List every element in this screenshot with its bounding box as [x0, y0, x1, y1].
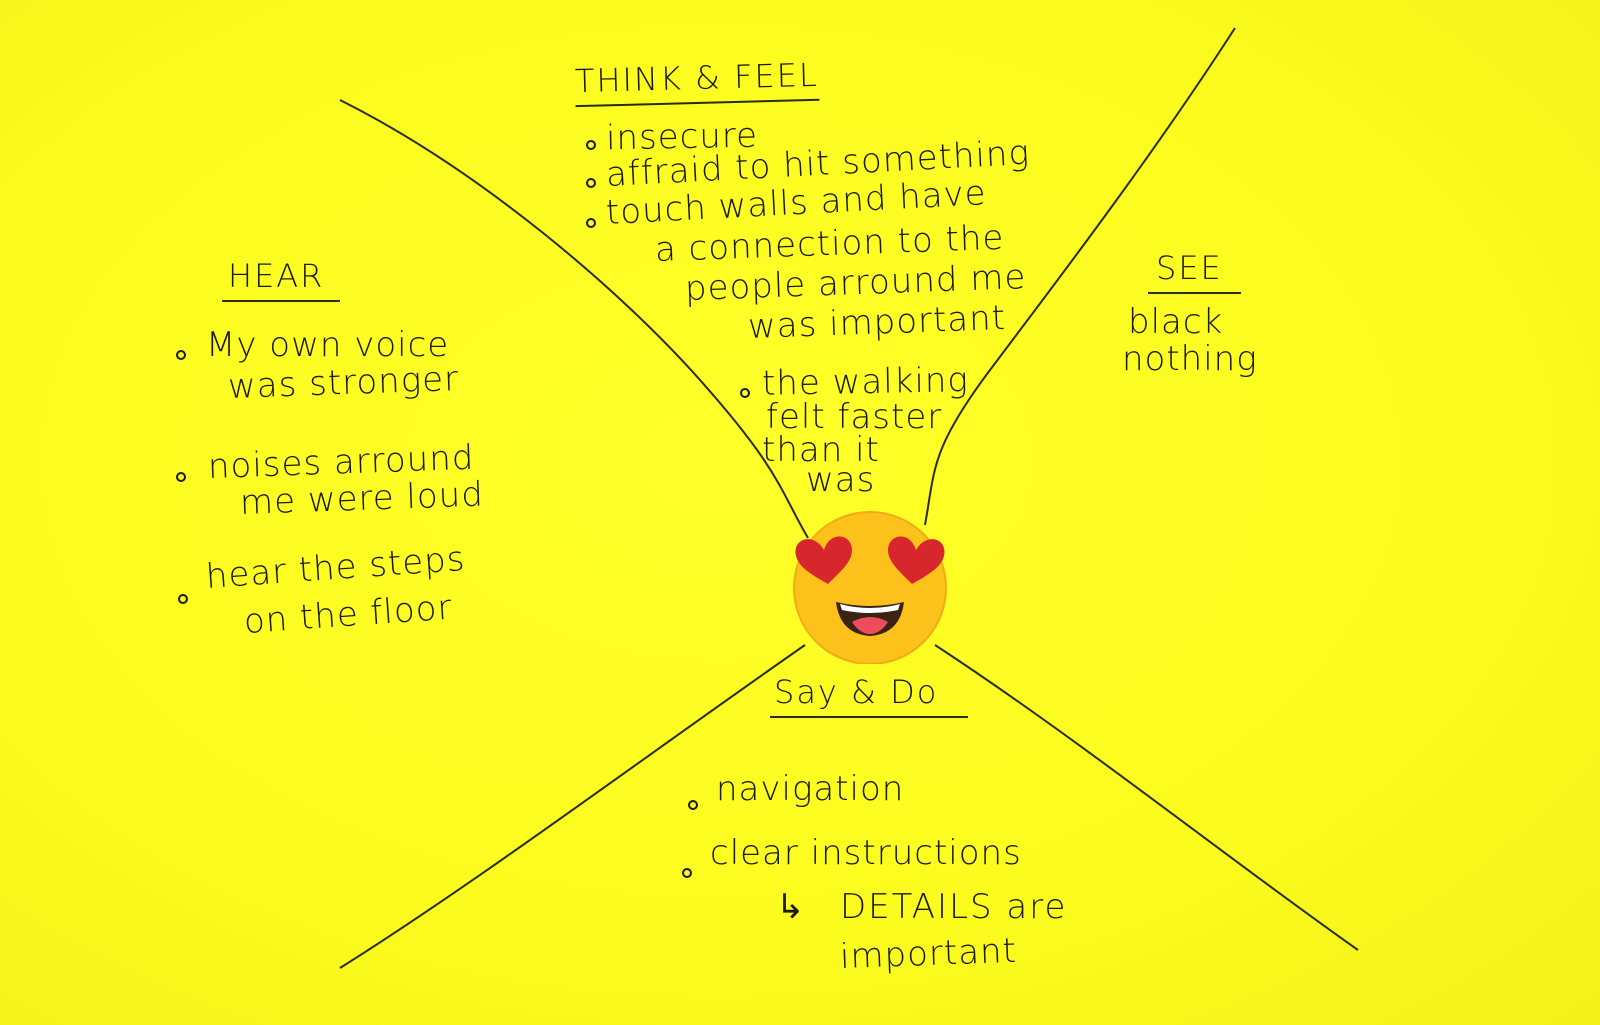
- say-do-item: navigation: [716, 769, 905, 809]
- bullet-icon: [586, 218, 596, 228]
- say-do-item: DETAILS are: [840, 887, 1068, 927]
- say-do-item: clear instructions: [710, 833, 1022, 873]
- hear-item: was stronger: [227, 358, 460, 407]
- think-feel-item: was: [806, 460, 876, 500]
- think-feel-item: felt faster: [766, 397, 943, 437]
- bullet-icon: [178, 594, 188, 604]
- bullet-icon: [688, 800, 698, 810]
- see-item: nothing: [1122, 339, 1258, 379]
- divider-line-top-right: [924, 27, 1236, 526]
- right-heart-icon: [888, 536, 945, 584]
- hear-item: My own voice: [206, 325, 450, 365]
- bullet-icon: [586, 140, 596, 150]
- see-title: SEE: [1148, 252, 1241, 294]
- think-feel-item: the walking: [761, 360, 970, 404]
- think-feel-item: was important: [747, 298, 1007, 347]
- arrow-icon: ↳: [776, 887, 806, 927]
- divider-line-bottom-left: [339, 644, 806, 969]
- bullet-icon: [740, 388, 750, 398]
- say-do-item: important: [839, 930, 1018, 977]
- bullet-icon: [176, 350, 186, 360]
- divider-line-bottom-right: [934, 644, 1359, 951]
- heart-eyes-emoji-icon: [793, 511, 947, 664]
- bullet-icon: [176, 472, 186, 482]
- think-feel-title: THINK & FEEL: [574, 56, 820, 108]
- hear-title: HEAR: [222, 260, 341, 302]
- bullet-icon: [586, 178, 596, 188]
- see-item: black: [1128, 302, 1224, 342]
- bullet-icon: [682, 868, 692, 878]
- say-do-title: Say & Do: [770, 676, 969, 718]
- divider-line-top-left: [339, 99, 809, 539]
- hear-item: me were loud: [239, 474, 485, 523]
- left-heart-icon: [795, 536, 852, 584]
- think-feel-item: than it: [762, 430, 880, 470]
